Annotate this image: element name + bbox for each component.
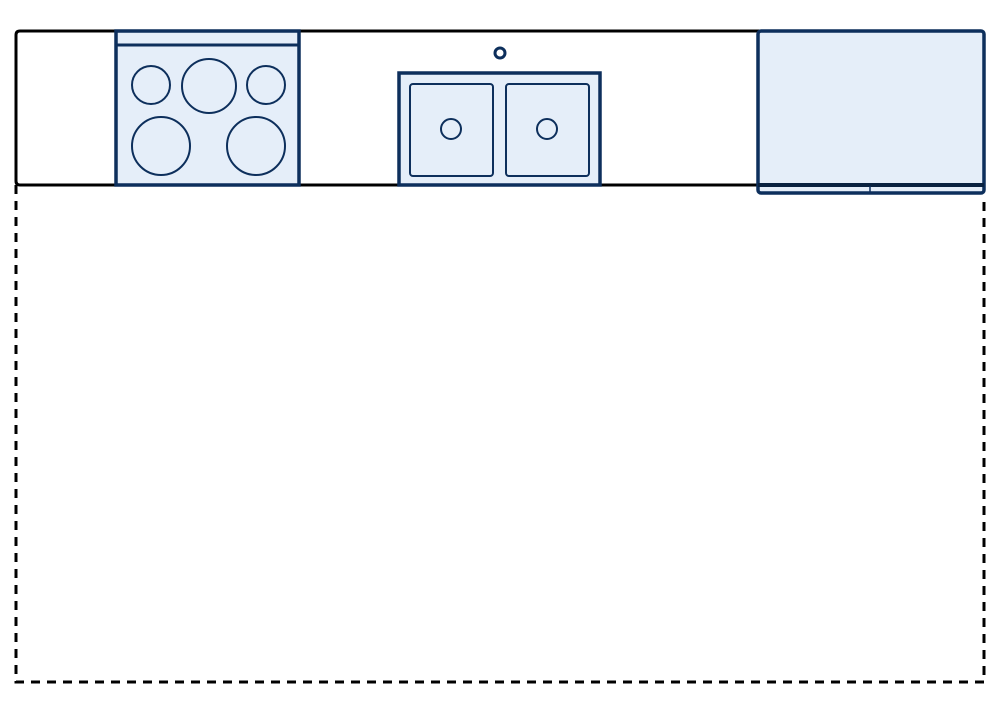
floor-area-dashed-outline bbox=[14, 185, 986, 684]
burner-icon bbox=[226, 116, 286, 176]
stove[interactable] bbox=[114, 29, 301, 187]
sink[interactable] bbox=[397, 46, 602, 187]
faucet-icon bbox=[493, 46, 507, 60]
burner-icon bbox=[246, 65, 286, 105]
drain-icon bbox=[440, 118, 462, 140]
refrigerator[interactable] bbox=[756, 29, 986, 195]
sink-basin bbox=[409, 83, 494, 177]
burner-icon bbox=[131, 116, 191, 176]
drain-icon bbox=[536, 118, 558, 140]
burner-icon bbox=[181, 58, 237, 114]
stove-body bbox=[114, 29, 301, 187]
sink-basin bbox=[505, 83, 590, 177]
refrigerator-body bbox=[756, 29, 986, 195]
burner-icon bbox=[131, 65, 171, 105]
sink-body bbox=[397, 71, 602, 187]
